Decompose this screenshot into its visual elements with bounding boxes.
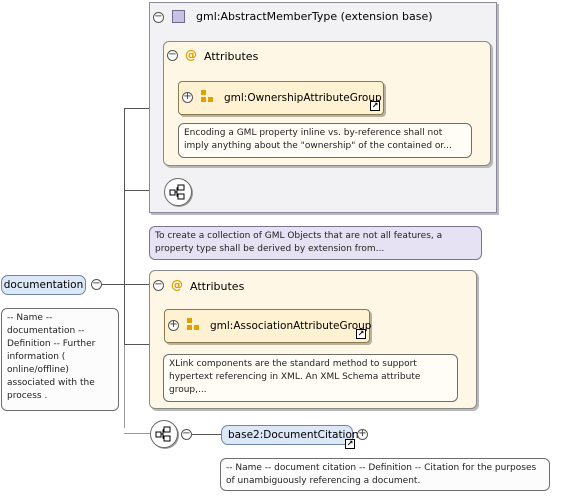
attributes-panel: − @ Attributes + gml:OwnershipAttributeG… [163,41,491,166]
document-citation-note: -- Name -- document citation -- Definiti… [220,458,550,491]
association-attribute-group-note: XLink components are the standard method… [163,354,458,402]
abstract-member-type-note: To create a collection of GML Objects th… [149,226,482,260]
connector-line [124,108,164,109]
sequence-compositor-icon[interactable] [150,420,178,448]
connector-line [102,284,124,285]
external-link-icon[interactable]: ↗ [356,329,366,339]
ownership-attribute-group-node[interactable]: + gml:OwnershipAttributeGroup ↗ [178,81,384,115]
attributes-label: Attributes [190,280,245,293]
documentation-note: -- Name -- documentation -- Definition -… [1,308,119,411]
collapse-toggle[interactable]: − [153,279,164,291]
attribute-group-icon [187,318,201,332]
collapse-toggle[interactable]: − [181,428,192,440]
collapse-toggle[interactable]: − [153,11,164,23]
attribute-group-icon [201,90,215,104]
connector-line [124,190,164,191]
connector-line [124,433,150,434]
expand-toggle[interactable]: + [357,428,368,440]
attribute-at-icon: @ [171,278,183,292]
external-link-icon[interactable]: ↗ [370,101,380,111]
attribute-at-icon: @ [185,48,197,62]
connector-line [191,434,221,435]
connector-line [124,108,125,345]
collapse-toggle[interactable]: − [167,49,178,61]
documentation-element[interactable]: documentation [1,275,86,295]
document-citation-element[interactable]: base2:DocumentCitation [221,425,359,445]
abstract-member-type-label: gml:AbstractMemberType (extension base) [196,10,433,23]
connector-line [124,284,150,285]
association-attribute-group-label: gml:AssociationAttributeGroup [210,320,372,332]
expand-toggle[interactable]: + [168,319,179,331]
association-attribute-group-node[interactable]: + gml:AssociationAttributeGroup ↗ [164,309,372,343]
expand-toggle[interactable]: + [182,91,193,103]
ownership-attribute-group-note: Encoding a GML property inline vs. by-re… [178,123,472,158]
connector-line [124,344,164,345]
abstract-member-type-panel: − gml:AbstractMemberType (extension base… [149,2,497,213]
complex-type-icon [172,10,185,23]
connector-line [124,345,125,428]
attributes-label: Attributes [204,50,259,63]
collapse-toggle[interactable]: − [91,278,102,290]
external-link-icon[interactable]: ↗ [345,439,355,449]
sequence-compositor-icon[interactable] [164,178,192,206]
attributes-panel: − @ Attributes + gml:AssociationAttribut… [149,270,477,409]
ownership-attribute-group-label: gml:OwnershipAttributeGroup [224,92,382,104]
